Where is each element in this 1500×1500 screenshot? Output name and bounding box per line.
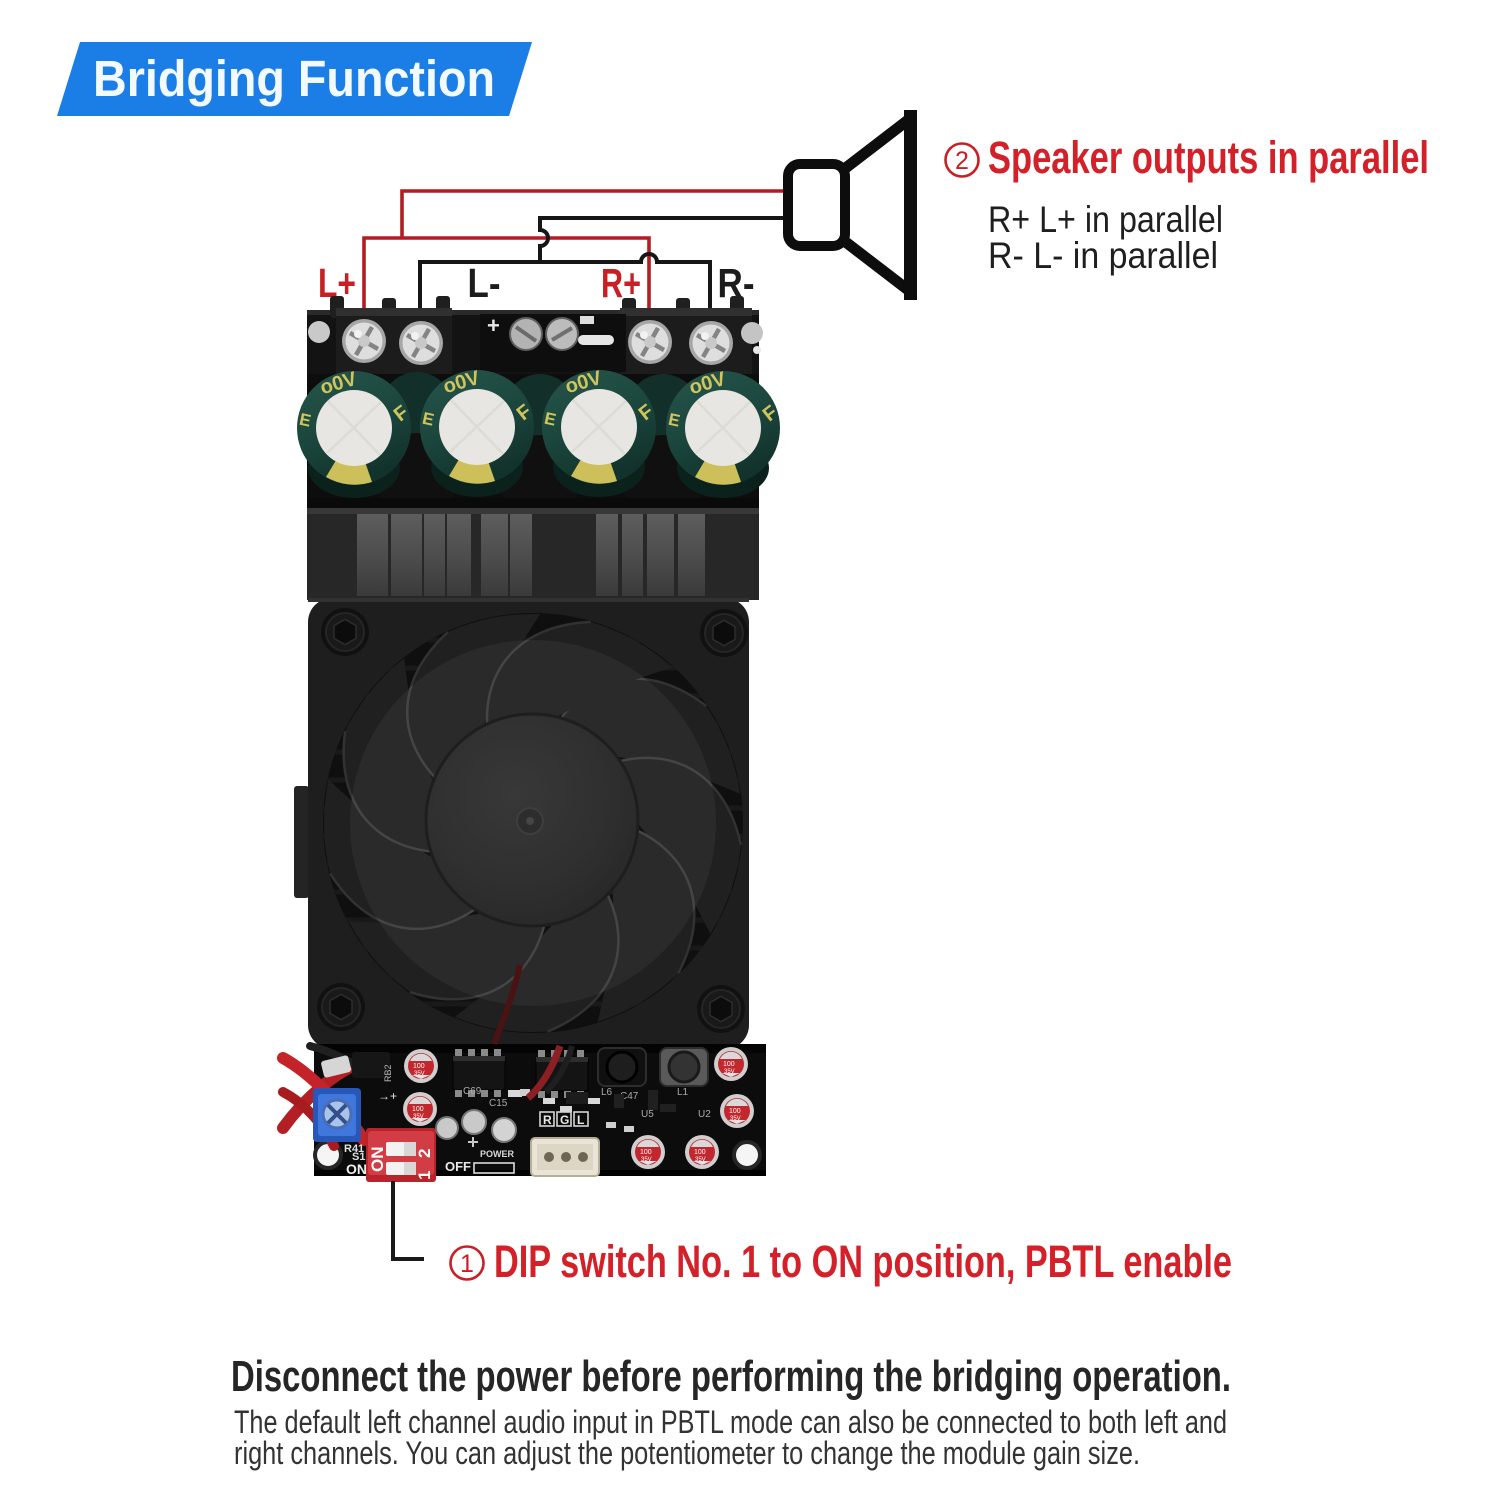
svg-text:C15: C15 bbox=[489, 1098, 508, 1109]
svg-text:The default left channel audio: The default left channel audio input in … bbox=[234, 1404, 1227, 1440]
svg-text:right channels. You can adjust: right channels. You can adjust the poten… bbox=[234, 1435, 1140, 1471]
svg-text:R41: R41 bbox=[344, 1143, 364, 1155]
svg-text:S1: S1 bbox=[352, 1151, 365, 1163]
svg-text:U5: U5 bbox=[641, 1109, 654, 1120]
svg-text:ON: ON bbox=[346, 1161, 367, 1177]
svg-text:L-: L- bbox=[468, 260, 501, 306]
svg-text:Bridging Function: Bridging Function bbox=[93, 50, 495, 107]
svg-text:→+: →+ bbox=[378, 1089, 397, 1103]
svg-text:DIP switch No. 1 to ON positio: DIP switch No. 1 to ON position, PBTL en… bbox=[494, 1236, 1232, 1287]
svg-text:POWER: POWER bbox=[480, 1149, 515, 1159]
svg-text:R: R bbox=[543, 1113, 552, 1127]
svg-text:R- L- in parallel: R- L- in parallel bbox=[988, 235, 1218, 276]
svg-text:+: + bbox=[487, 313, 500, 338]
svg-text:L: L bbox=[577, 1113, 584, 1127]
svg-text:1: 1 bbox=[415, 1171, 434, 1180]
svg-text:C47: C47 bbox=[620, 1091, 639, 1102]
svg-text:Disconnect the power before pe: Disconnect the power before performing t… bbox=[231, 1352, 1231, 1401]
svg-text:2: 2 bbox=[955, 147, 969, 175]
svg-text:C69: C69 bbox=[463, 1086, 482, 1097]
svg-text:ON: ON bbox=[368, 1147, 387, 1173]
svg-text:R+ L+ in parallel: R+ L+ in parallel bbox=[988, 199, 1223, 240]
svg-text:RB2: RB2 bbox=[383, 1064, 393, 1082]
svg-text:U2: U2 bbox=[698, 1109, 711, 1120]
svg-text:L1: L1 bbox=[677, 1087, 689, 1098]
svg-text:G: G bbox=[560, 1113, 569, 1127]
svg-text:L6: L6 bbox=[601, 1087, 613, 1098]
svg-text:2: 2 bbox=[415, 1149, 434, 1158]
svg-text:Speaker outputs in parallel: Speaker outputs in parallel bbox=[988, 132, 1429, 183]
svg-text:1: 1 bbox=[460, 1250, 474, 1278]
svg-text:OFF: OFF bbox=[445, 1159, 471, 1174]
